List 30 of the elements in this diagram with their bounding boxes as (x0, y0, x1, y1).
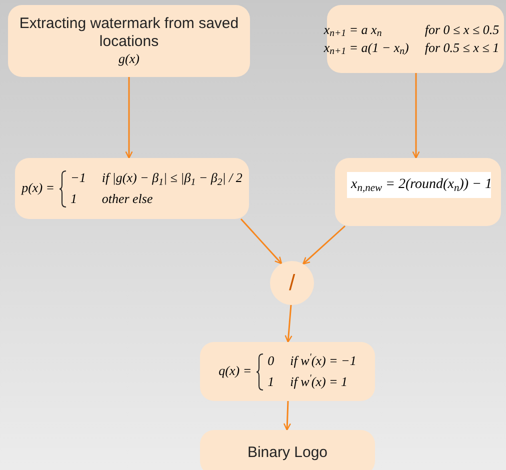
process-box (8, 5, 250, 77)
formula: 0 (268, 353, 274, 370)
formula: p(x) = (22, 180, 55, 197)
division-symbol: / (288, 272, 296, 294)
formula: if |g(x) − β$_{1}$| ≤ |β$_{1}$ − β$_{2}$| / 2 (102, 170, 242, 186)
formula: if w$^{'}$(x) = −1 (290, 353, 356, 370)
formula: −1 (70, 170, 86, 186)
formula: if w$^{'}$(x) = 1 (290, 374, 349, 390)
arrow (125, 77, 133, 159)
arrow (283, 400, 292, 431)
process-box (200, 342, 375, 401)
node-title: Binary Logo (247, 444, 328, 462)
formula: 1 (70, 190, 78, 207)
formula: for 0 ≤ x ≤ 0.5 (424, 22, 500, 38)
process-box (335, 158, 501, 226)
arrow (284, 304, 292, 343)
formula: x$_{n+1}$ = a(1 − x$_{n}$) (324, 40, 409, 56)
formula: other else (102, 190, 154, 207)
formula: 1 (268, 374, 274, 390)
formula: g(x) (118, 50, 140, 68)
formula: x$_{n,new}$ = 2(round(x$_{n}$)) − 1 (347, 172, 491, 198)
arrow (240, 218, 282, 264)
node-title: Extracting watermark from saved locations (18, 14, 240, 51)
formula: for 0.5 ≤ x ≤ 1 (424, 40, 500, 56)
process-box (15, 158, 249, 219)
arrow (302, 225, 346, 265)
formula: q(x) = (218, 363, 252, 380)
arrow (412, 73, 420, 159)
process-box (200, 430, 375, 470)
formula: x$_{n+1}$ = a x$_{n}$ (324, 22, 383, 38)
